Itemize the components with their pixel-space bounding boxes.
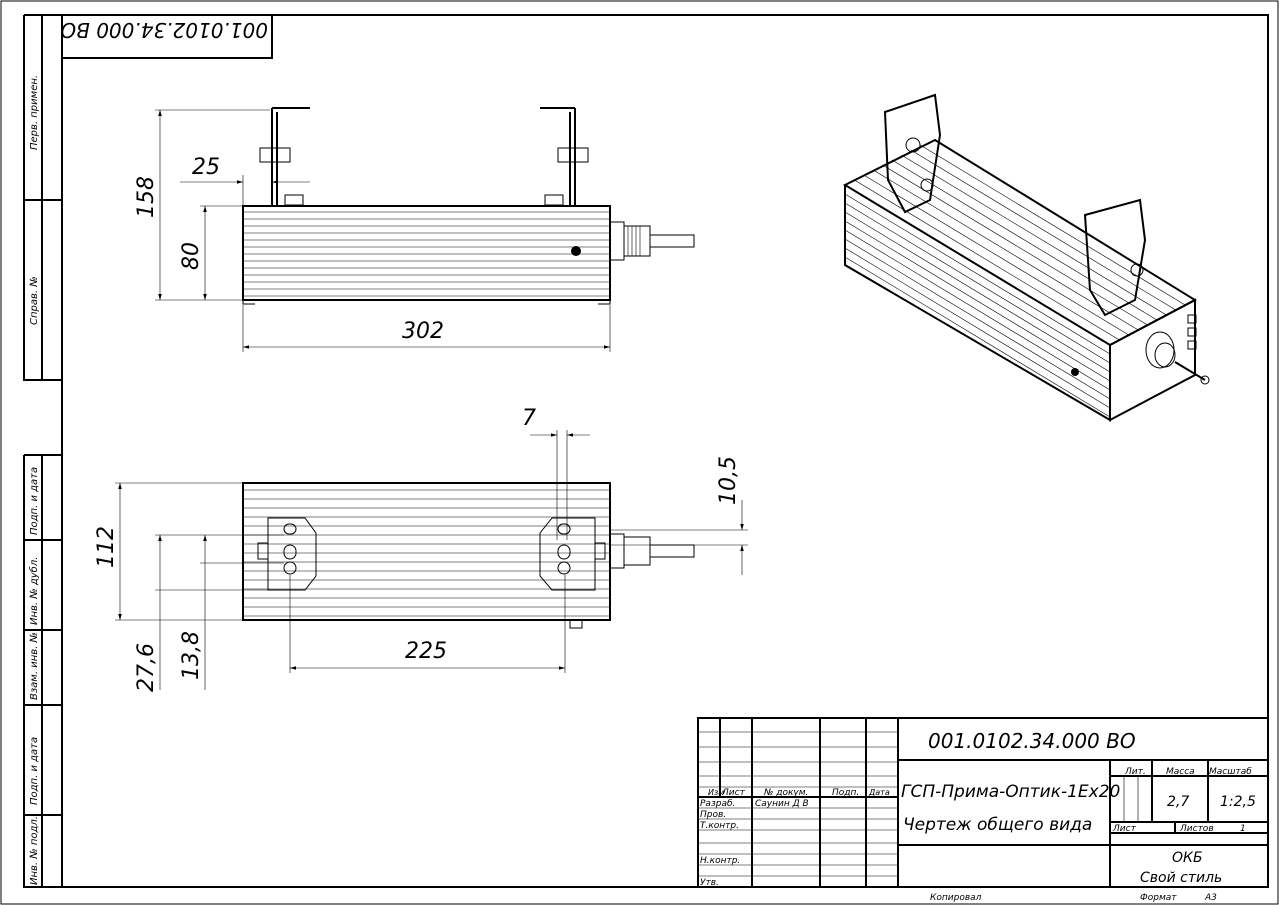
dim-25: 25 [192,155,220,180]
dim-7: 7 [522,406,536,431]
heatsink-rib [901,154,1167,316]
heatsink-rib [844,220,1111,382]
role-tech-control: Т.контр. [700,821,739,831]
title-block: Изм Лист № докум. Подп. Дата Разраб. Сау… [697,717,1269,903]
role-checker: Пров. [700,810,726,820]
dim-112: 112 [94,526,119,568]
mass-value: 2,7 [1167,794,1189,810]
heatsink-rib [844,247,1111,409]
role-developer: Разраб. [700,799,735,809]
heatsink-rib [844,211,1111,373]
org-line1: ОКБ [1172,850,1203,866]
sheets-value: 1 [1240,824,1246,834]
heatsink-rib [910,149,1176,311]
dim-13-8: 13,8 [179,631,204,680]
designation: 001.0102.34.000 ВО [928,729,1136,753]
bottom-dimensions: 112 27,6 13,8 225 7 10,5 [94,406,748,692]
dim-27-6: 27,6 [134,643,159,692]
side-label: Подп. и дата [29,737,40,805]
document-type: Чертеж общего вида [903,815,1092,835]
role-approved: Утв. [700,878,719,888]
format-label: Формат [1140,893,1177,903]
header-doc-no: № докум. [763,788,808,798]
heatsink-rib [844,202,1111,364]
scale-label: Масштаб [1209,767,1252,777]
lit-label: Лит. [1124,767,1146,777]
heatsink-rib [844,238,1111,400]
dim-302: 302 [402,319,444,344]
dim-158: 158 [134,176,159,218]
sheets-label: Листов [1179,824,1214,834]
rotated-designation-text: 001.0102.34.000 ВО [60,18,268,42]
heatsink-rib [920,144,1186,306]
header-list: Лист [721,788,746,798]
rotated-designation: 001.0102.34.000 ВО [60,15,273,59]
drawing-frame [61,14,1269,888]
bottom-view [242,482,695,629]
dim-10-5: 10,5 [716,456,741,505]
isometric-view [842,93,1210,422]
front-dimensions: 158 80 302 25 [134,109,611,352]
side-stamp: Перв. примен. Справ. № Подп. и дата Инв.… [23,14,62,888]
side-label: Инв. № подл. [29,816,40,885]
header-date: Дата [868,788,890,797]
heatsink-rib [863,174,1129,336]
scale-value: 1:2,5 [1220,794,1256,810]
sheet-label: Лист [1112,824,1137,834]
product-name: ГСП-Прима-Оптик-1Ех20 [901,782,1120,802]
heatsink-rib [891,159,1158,321]
org-line2: Свой стиль [1140,870,1222,886]
role-norm-control: Н.контр. [700,856,740,866]
header-izm: Изм [708,788,724,797]
side-label: Перв. примен. [29,75,40,150]
mass-label: Масса [1166,767,1195,777]
side-label: Инв. № дубл. [28,557,40,625]
heatsink-rib [844,229,1111,391]
side-label: Справ. № [29,276,40,325]
front-view [242,107,695,305]
dim-225: 225 [405,639,447,664]
header-sign: Подп. [832,788,859,798]
heatsink-rib [844,256,1111,418]
heatsink-rib [854,179,1120,341]
heatsink-rib [882,164,1148,326]
side-label: Подп. и дата [29,467,40,535]
developer-name: Саунин Д В [755,799,809,809]
copied-label: Копировал [930,893,982,903]
dim-80: 80 [179,242,204,270]
format-value: А3 [1204,893,1217,903]
heatsink-rib [844,193,1111,355]
heatsink-rib [873,169,1139,331]
side-label: Взам. инв. № [29,632,40,700]
